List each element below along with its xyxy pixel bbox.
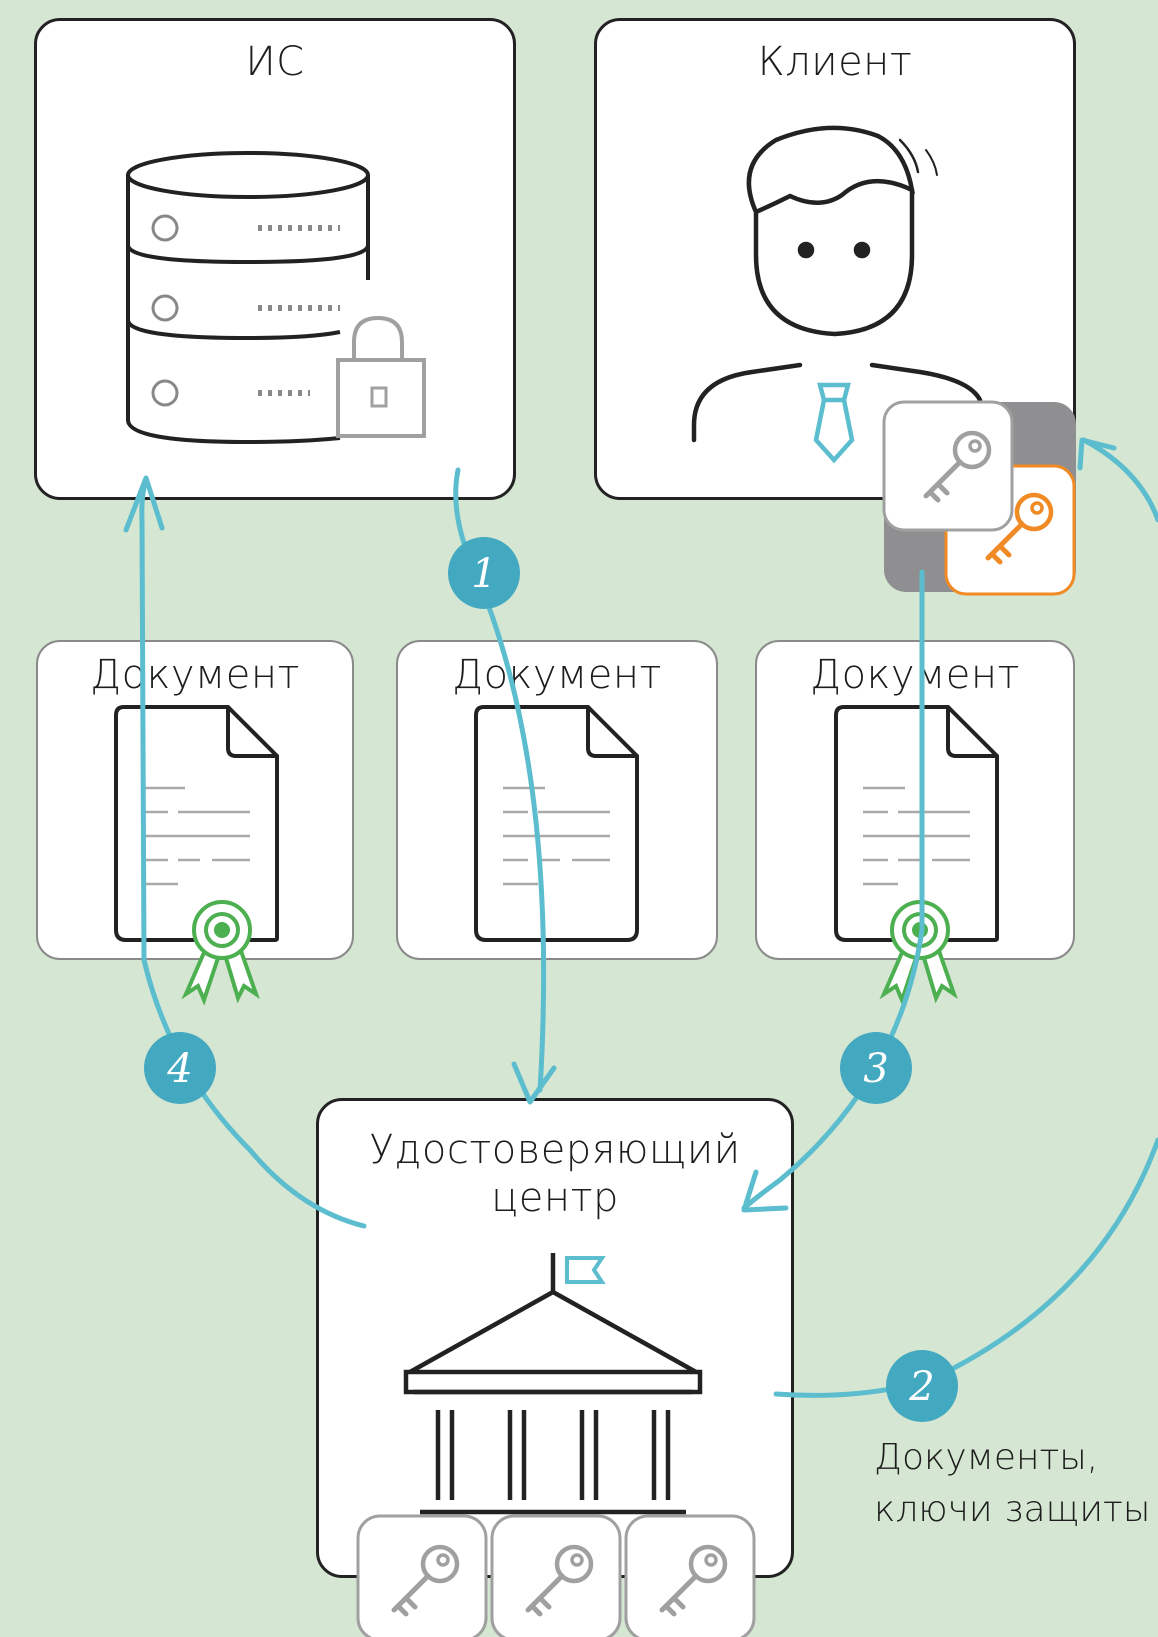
svg-text:2: 2 [908,1364,934,1410]
document-node-left: Документ [36,640,354,960]
document-icon-left [114,705,279,942]
step-badge-4: 4 [144,1032,216,1104]
flow-arrow-step2 [773,1137,1158,1398]
flow-arrow-step4 [139,477,367,1229]
flow-arrow-step3 [741,569,925,1211]
step-badge-3: 3 [840,1032,912,1104]
certification-authority-node: Удостоверяющий центр [316,1098,794,1578]
flow-arrow-step4-head [123,475,165,533]
step2-annotation-line2: ключи защиты [874,1489,1151,1530]
flow-arrow-step2-head [1077,437,1117,471]
document-middle-title: Документ [452,652,662,698]
padlock-icon [336,315,426,438]
svg-text:3: 3 [863,1046,888,1092]
certificate-seal-icon-left [181,900,260,1006]
document-left-title: Документ [90,652,300,698]
client-keys-cluster [882,400,1076,596]
ca-title-line2: центр [491,1175,619,1221]
step-badge-2: 2 [886,1350,958,1422]
ca-title-line1: Удостоверяющий [369,1127,741,1173]
step2-annotation-line1: Документы, [874,1437,1099,1478]
client-title: Клиент [757,39,913,85]
document-node-middle: Документ [396,640,718,960]
is-title: ИС [245,39,305,85]
document-icon-right [834,705,999,942]
flow-arrow-step2-cont [1081,437,1158,523]
flow-arrow-step3-head [741,1169,789,1213]
document-right-title: Документ [810,652,1020,698]
ca-keys-row [356,1514,756,1637]
flow-arrow-step1-head [511,1061,557,1105]
svg-text:1: 1 [471,551,496,597]
person-icon [691,125,983,464]
step-badge-1: 1 [448,537,520,609]
document-icon-middle [474,705,639,942]
flow-arrow-step1 [453,467,547,1093]
is-node: ИС [34,18,516,500]
database-server-icon [126,151,370,445]
svg-text:4: 4 [166,1046,192,1092]
government-building-icon [403,1253,703,1515]
